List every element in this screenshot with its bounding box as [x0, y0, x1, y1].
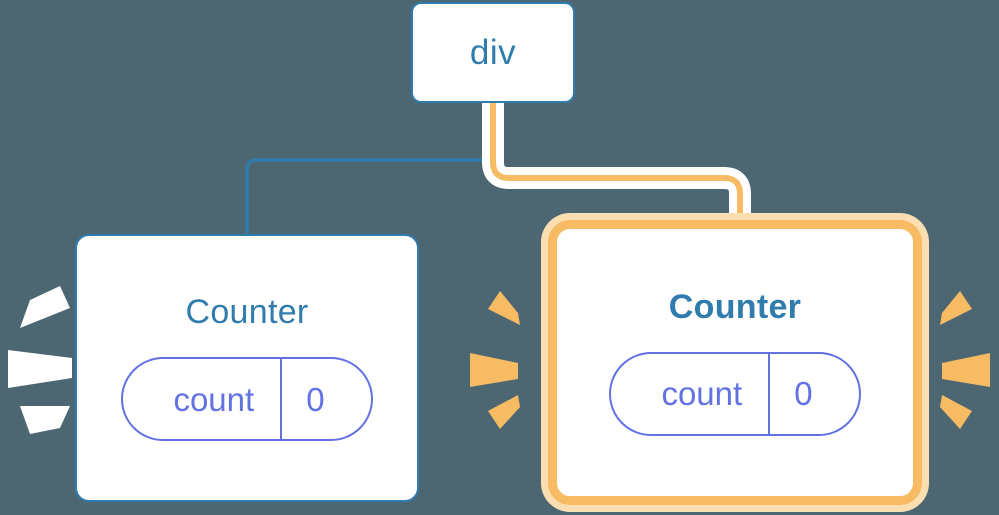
counter-right-title: Counter — [668, 287, 802, 326]
edge-div-to-counter-right — [490, 101, 743, 235]
node-counter-left[interactable]: Counter count 0 — [75, 234, 419, 502]
node-div[interactable]: div — [411, 2, 575, 103]
spark-burst-icon-left — [6, 282, 76, 452]
counter-right-state-pill: count 0 — [609, 351, 861, 436]
spark-burst-icon-middle — [462, 275, 532, 445]
counter-left-state-key: count — [173, 380, 255, 418]
counter-left-title: Counter — [185, 293, 309, 331]
edge-div-to-counter-left — [245, 99, 495, 242]
node-counter-right[interactable]: Counter count 0 — [548, 220, 922, 505]
counter-right-state-value: 0 — [768, 353, 858, 434]
counter-left-state-value: 0 — [280, 359, 370, 439]
counter-right-state-key: count — [661, 375, 743, 412]
spark-burst-icon-right — [928, 275, 998, 445]
node-div-label: div — [469, 33, 517, 72]
counter-left-state-pill: count 0 — [121, 357, 373, 441]
edge-highlight-halo — [482, 101, 751, 235]
